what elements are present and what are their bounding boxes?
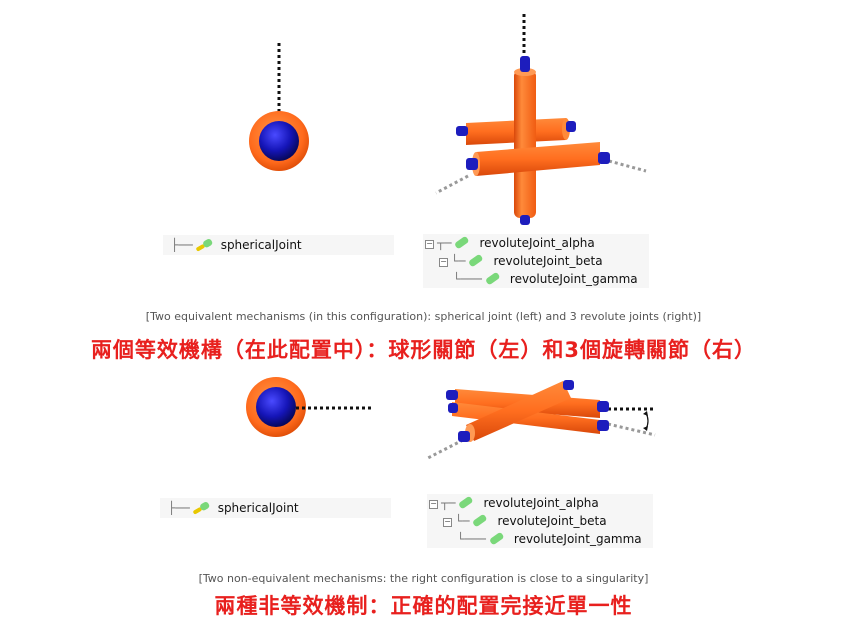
- tree-item[interactable]: −┬─revoluteJoint_alpha: [425, 235, 595, 254]
- joint-icon: [484, 272, 504, 290]
- cylinder-gamma-top: [466, 142, 610, 176]
- revolute-joints-top: [435, 14, 647, 225]
- cylinder-beta-top: [514, 56, 536, 225]
- joint-icon: [471, 514, 491, 532]
- collapse-icon[interactable]: −: [439, 257, 448, 267]
- cylinder-gamma-bottom: [458, 380, 574, 442]
- caption-cn-top: 兩個等效機構（在此配置中）：球形關節（左）和3個旋轉關節（右）: [90, 338, 757, 362]
- tree-item-label: revoluteJoint_alpha: [483, 496, 599, 510]
- spherical-joint-top: [249, 43, 309, 171]
- tree-item[interactable]: ├──sphericalJoint: [168, 500, 299, 519]
- tree-spherical-top: ├──sphericalJoint: [163, 235, 394, 255]
- joint-icon: [457, 496, 477, 514]
- tree-item[interactable]: └───revoluteJoint_gamma: [457, 531, 642, 550]
- joint-icon: [192, 501, 212, 519]
- tree-item[interactable]: −└─revoluteJoint_beta: [443, 513, 607, 532]
- tree-item-label: revoluteJoint_beta: [493, 254, 603, 268]
- tree-item[interactable]: −└─revoluteJoint_beta: [439, 253, 603, 272]
- tree-item-label: revoluteJoint_beta: [497, 514, 607, 528]
- tree-item[interactable]: −┬─revoluteJoint_alpha: [429, 495, 599, 514]
- collapse-icon[interactable]: −: [425, 239, 434, 249]
- tree-revolute-bottom: −┬─revoluteJoint_alpha −└─revoluteJoint_…: [427, 494, 653, 548]
- tree-item-label: sphericalJoint: [220, 238, 302, 252]
- tree-item[interactable]: └───revoluteJoint_gamma: [453, 271, 638, 290]
- caption-cn-bottom: 兩種非等效機制：正確的配置完接近單一性: [214, 594, 633, 618]
- cylinder-beta-bottom: [448, 402, 609, 434]
- spherical-joint-bottom: [246, 377, 372, 437]
- tree-item[interactable]: ├──sphericalJoint: [171, 237, 302, 256]
- tree-item-label: revoluteJoint_alpha: [479, 236, 595, 250]
- joint-icon: [488, 532, 508, 550]
- tree-item-label: revoluteJoint_gamma: [509, 272, 638, 286]
- tree-spherical-bottom: ├──sphericalJoint: [160, 498, 391, 518]
- caption-en-top: [Two equivalent mechanisms (in this conf…: [145, 310, 702, 323]
- joint-icon: [195, 238, 215, 256]
- collapse-icon[interactable]: −: [443, 517, 452, 527]
- tree-item-label: revoluteJoint_gamma: [513, 532, 642, 546]
- revolute-joints-bottom: [427, 380, 656, 460]
- tree-item-label: sphericalJoint: [217, 501, 299, 515]
- tree-revolute-top: −┬─revoluteJoint_alpha −└─revoluteJoint_…: [423, 234, 649, 288]
- caption-en-bottom: [Two non-equivalent mechanisms: the righ…: [198, 572, 649, 585]
- joint-icon: [453, 236, 473, 254]
- joint-icon: [467, 254, 487, 272]
- collapse-icon[interactable]: −: [429, 499, 438, 509]
